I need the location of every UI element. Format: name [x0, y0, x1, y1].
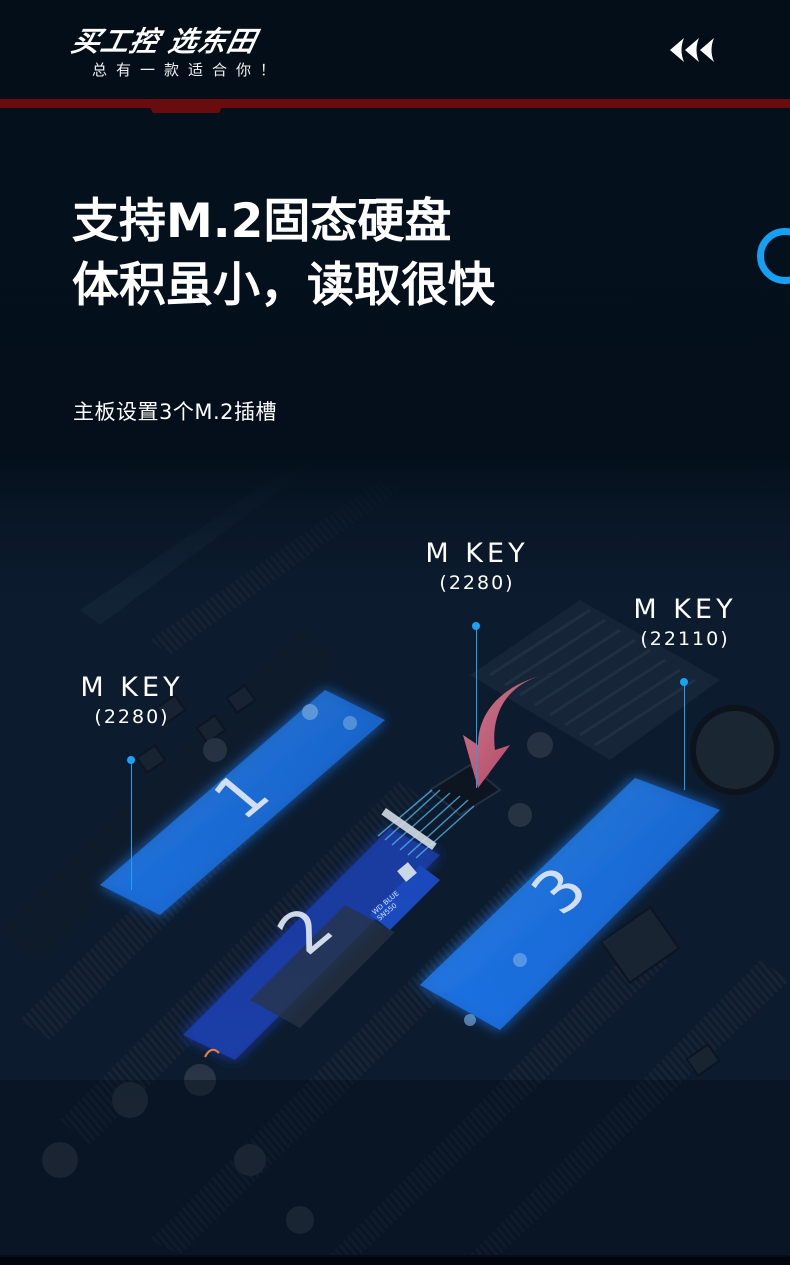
- logo-slogan: 总有一款适合你！: [92, 61, 285, 79]
- decorative-ring-icon: [757, 228, 790, 284]
- header: 买工控选东田 总有一款适合你！: [0, 0, 790, 100]
- slot-3-key-size: (22110): [640, 628, 730, 650]
- triple-left-chevron-icon: [670, 38, 714, 62]
- page-title: 支持M.2固态硬盘 体积虽小，读取很快: [72, 190, 495, 318]
- motherboard-illustration: 1 2 3 WD BLUE SN550: [0, 460, 790, 1255]
- motherboard-graphic: [0, 460, 790, 1255]
- header-divider: [0, 99, 790, 108]
- slot-1-key-type: M KEY: [80, 672, 184, 703]
- slot-1-key-label: M KEY (2280): [80, 672, 184, 730]
- header-divider-tab: [150, 107, 222, 113]
- back-button[interactable]: [668, 36, 718, 64]
- slot-1-pin-line: [130, 760, 132, 890]
- page-subtitle: 主板设置3个M.2插槽: [73, 400, 278, 424]
- slot-3-key-label: M KEY (22110): [630, 594, 740, 652]
- title-line-1: 支持M.2固态硬盘: [72, 194, 452, 249]
- logo-part-2: 选东田: [165, 25, 260, 58]
- logo-part-1: 买工控: [68, 25, 163, 58]
- slot-2-key-type: M KEY: [425, 538, 529, 569]
- slot-3-pin-line: [683, 682, 685, 790]
- bottom-edge: [0, 1257, 790, 1265]
- slot-2-pin-line: [475, 626, 477, 788]
- logo-wordmark: 买工控选东田: [68, 25, 288, 58]
- slot-2-key-size: (2280): [439, 572, 515, 594]
- slot-2-key-label: M KEY (2280): [425, 538, 529, 596]
- brand-logo[interactable]: 买工控选东田 总有一款适合你！: [69, 25, 285, 80]
- title-line-2: 体积虽小，读取很快: [72, 258, 495, 313]
- slot-3-key-type: M KEY: [633, 594, 737, 625]
- slot-1-key-size: (2280): [94, 706, 170, 728]
